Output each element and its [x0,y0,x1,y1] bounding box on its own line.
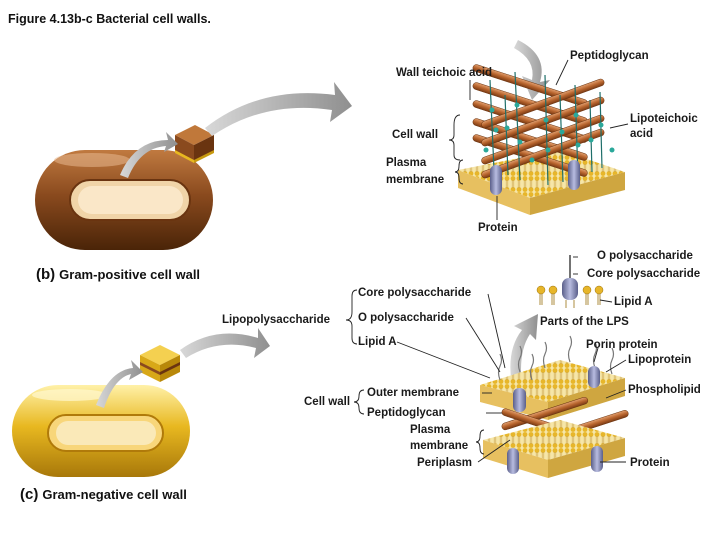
gram-negative-wall-cube [140,345,180,382]
zoom-arrow-large-b [205,82,352,136]
label-lipoteichoic-acid-2: acid [630,128,654,140]
label-lipoprotein: Lipoprotein [628,354,692,366]
label-protein-b: Protein [478,222,518,234]
label-plasma-membrane-c-1: Plasma [410,424,451,436]
label-cell-wall-b: Cell wall [392,129,439,141]
zoom-arrow-up-c [510,314,538,385]
gram-negative-cell [12,385,190,477]
gram-negative-wall-detail [480,335,629,478]
caption-gram-positive: (b)Gram-positive cell wall [36,266,200,283]
label-lipopolysaccharide: Lipopolysaccharide [222,314,331,326]
label-lipoteichoic-acid-1: Lipoteichoic [630,113,698,125]
leader-lines-b [448,59,629,220]
gram-positive-wall-detail [458,64,625,215]
caption-gram-negative-text: Gram-negative cell wall [42,487,187,502]
label-wall-teichoic-acid: Wall teichoic acid [396,67,493,79]
label-core-polysaccharide: Core polysaccharide [358,287,472,299]
lps-detail [536,255,604,308]
label-peptidoglycan-b: Peptidoglycan [570,50,649,62]
label-cell-wall-c: Cell wall [304,396,351,408]
label-outer-membrane: Outer membrane [367,387,460,399]
label-protein-c: Protein [630,457,670,469]
label-plasma-membrane-b-1: Plasma [386,157,427,169]
caption-gram-negative: (c)Gram-negative cell wall [20,486,187,503]
zoom-arrow-small-c [96,360,143,408]
label-porin-protein: Porin protein [586,339,658,351]
label-core-polysaccharide-top: Core polysaccharide [587,268,701,280]
panel-tag-b: (b) [36,266,56,283]
gram-positive-cell [35,150,213,250]
label-plasma-membrane-b-2: membrane [386,174,445,186]
label-periplasm: Periplasm [417,457,472,469]
label-peptidoglycan-c: Peptidoglycan [367,407,446,419]
gram-positive-wall-cube [175,125,214,163]
label-plasma-membrane-c-2: membrane [410,440,469,452]
label-phospholipid: Phospholipid [628,384,701,396]
label-lipid-a-right: Lipid A [614,296,653,308]
zoom-arrow-down-b [514,40,550,100]
zoom-arrow-large-c [180,328,270,358]
figure-title: Figure 4.13b-c Bacterial cell walls. [8,12,211,26]
panel-tag-c: (c) [20,486,39,503]
label-lipid-a: Lipid A [358,336,397,348]
label-o-polysaccharide-top: O polysaccharide [597,250,693,262]
label-parts-of-lps: Parts of the LPS [540,316,629,328]
zoom-arrow-small-b [120,132,178,178]
caption-gram-positive-text: Gram-positive cell wall [59,267,201,282]
leader-lines-c [345,256,627,463]
label-o-polysaccharide: O polysaccharide [358,312,454,324]
